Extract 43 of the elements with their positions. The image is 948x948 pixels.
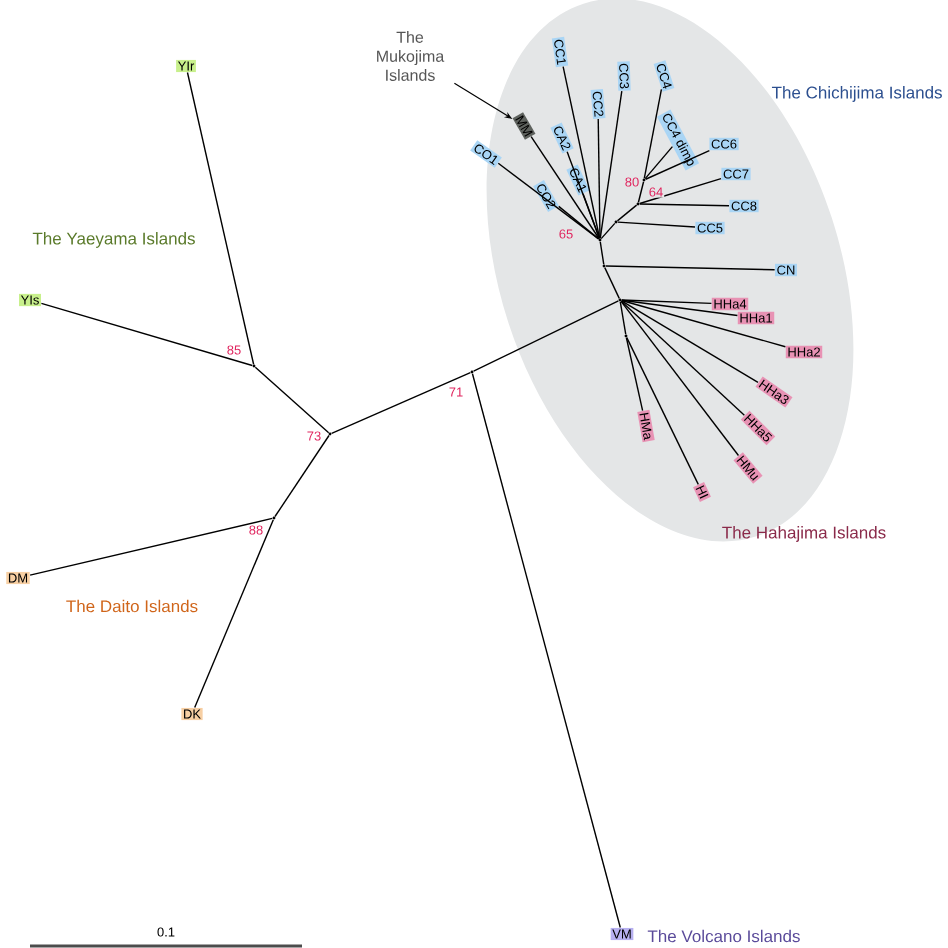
tree-branch <box>274 434 330 518</box>
tree-branch <box>562 66 601 239</box>
tree-branch <box>582 193 601 239</box>
tree-branch <box>620 300 759 384</box>
island-group-label: The Volcano Islands <box>647 929 800 943</box>
tree-branch <box>620 300 746 417</box>
tree-branch <box>619 301 627 335</box>
island-group-label: The Mukojima Islands <box>377 31 445 81</box>
tree-branch <box>254 366 330 434</box>
tree-branch <box>621 299 713 305</box>
island-group-label: The Hahajima Islands <box>722 526 886 542</box>
tree-branch <box>621 299 787 348</box>
tree-branch <box>625 337 644 412</box>
tree-branch <box>186 71 255 365</box>
tree-branch <box>617 221 696 228</box>
tree-branch <box>599 90 623 239</box>
tree-branch <box>600 222 616 240</box>
tree-branch <box>40 302 253 367</box>
tree-branch <box>644 149 711 180</box>
tree-branch <box>644 145 674 180</box>
tree-branch <box>605 265 776 271</box>
tree-branch <box>530 136 600 240</box>
tree-branch <box>639 177 722 205</box>
tree-branch <box>637 181 645 203</box>
island-group-label: The Daito Islands <box>66 599 198 613</box>
tree-branch <box>497 162 600 240</box>
tree-branch <box>471 373 621 929</box>
tree-branch <box>616 204 638 222</box>
tree-branch <box>626 336 699 486</box>
island-group-label: The Yaeyama Islands <box>32 232 195 248</box>
tree-branch <box>194 518 274 709</box>
tree-branch <box>29 517 273 576</box>
tree-branch <box>604 266 620 300</box>
tree-branch <box>621 299 739 317</box>
tree-branch <box>472 300 620 372</box>
tree-branch <box>330 372 472 434</box>
tree-branch <box>597 118 601 239</box>
island-group-label: The Chichijima Islands <box>771 86 942 102</box>
tree-branch <box>643 88 663 179</box>
tree-branch <box>558 205 600 240</box>
tree-branch <box>639 203 730 207</box>
tree-branch <box>599 241 605 265</box>
tree-branch <box>620 300 740 457</box>
